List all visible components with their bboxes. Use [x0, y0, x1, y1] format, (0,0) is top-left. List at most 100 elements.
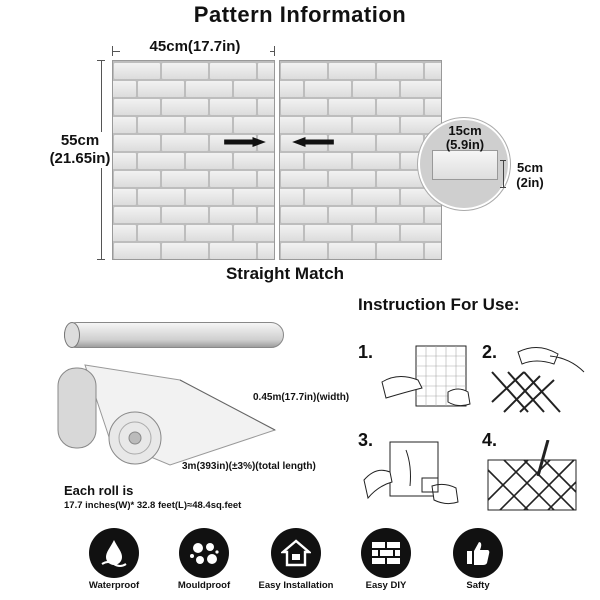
feature-label: Mouldproof — [177, 580, 231, 591]
brick-height-label: 5cm (2in) — [516, 160, 544, 190]
brick — [138, 153, 184, 169]
thumbs-up-icon — [467, 542, 490, 565]
brick — [234, 225, 274, 241]
brick — [162, 207, 208, 223]
brick — [258, 135, 274, 151]
brick — [305, 81, 351, 97]
brick — [113, 81, 136, 97]
brick — [280, 117, 303, 133]
brick — [114, 99, 160, 115]
brick — [114, 207, 160, 223]
brick — [280, 81, 303, 97]
brick — [162, 99, 208, 115]
brick-row — [280, 224, 441, 242]
instructions-title: Instruction For Use: — [358, 295, 520, 314]
brick — [305, 189, 351, 205]
brick — [138, 117, 184, 133]
brick — [305, 225, 351, 241]
brick — [138, 225, 184, 241]
brick-panel-right — [279, 60, 442, 260]
step-4-illustration — [487, 440, 577, 511]
width-dimension-label: 45cm(17.7in) — [120, 38, 270, 55]
brick-row — [280, 62, 441, 80]
brick — [234, 117, 274, 133]
arrow-left-icon — [292, 137, 334, 147]
rolled-wallpaper-image — [64, 322, 284, 348]
feature-easy-diy: Easy DIY — [346, 528, 426, 591]
brick — [305, 117, 351, 133]
brick-row — [113, 152, 274, 170]
brick — [401, 117, 441, 133]
brick — [162, 63, 208, 79]
feature-label: Waterproof — [88, 580, 140, 591]
brick — [186, 153, 232, 169]
brick-row — [113, 242, 274, 259]
brick — [210, 63, 256, 79]
feature-label: Easy DIY — [365, 580, 407, 591]
brick-row — [113, 98, 274, 116]
feature-safty: Safty — [438, 528, 518, 591]
each-roll-detail: 17.7 inches(W)* 32.8 feet(L)≈48.4sq.feet — [64, 500, 242, 511]
brick-height-line — [500, 160, 506, 188]
brick — [113, 117, 136, 133]
brick — [377, 135, 423, 151]
feature-easy-installation: Easy Installation — [256, 528, 336, 591]
brick — [377, 171, 423, 187]
brick — [234, 81, 274, 97]
brick — [113, 153, 136, 169]
brick-row — [280, 170, 441, 188]
brick — [186, 117, 232, 133]
brick-row — [280, 98, 441, 116]
brick — [305, 153, 351, 169]
match-type-label: Straight Match — [225, 264, 345, 283]
brick — [377, 99, 423, 115]
feature-label: Safty — [466, 580, 490, 591]
brick — [281, 207, 327, 223]
brick — [353, 81, 399, 97]
step-1-illustration — [381, 345, 471, 407]
brick — [138, 189, 184, 205]
brick — [186, 189, 232, 205]
mould-spores-icon — [190, 543, 219, 564]
brick — [377, 243, 423, 259]
brick — [281, 171, 327, 187]
brick-row — [113, 80, 274, 98]
brick — [329, 99, 375, 115]
step-1-number: 1. — [358, 342, 374, 362]
brick — [401, 225, 441, 241]
brick — [234, 189, 274, 205]
brick — [186, 225, 232, 241]
roll-width-label: 0.45m(17.7in)(width) — [253, 392, 350, 403]
brick-wall-icon — [372, 542, 400, 564]
brick-row — [113, 62, 274, 80]
brick-row — [280, 188, 441, 206]
brick-row — [280, 242, 441, 259]
step-3-illustration — [363, 441, 459, 505]
brick — [114, 63, 160, 79]
brick-row — [113, 188, 274, 206]
step-4-number: 4. — [482, 430, 498, 450]
brick — [329, 63, 375, 79]
brick — [329, 243, 375, 259]
brick — [377, 207, 423, 223]
brick — [162, 135, 208, 151]
brick — [329, 171, 375, 187]
brick — [113, 225, 136, 241]
brick — [258, 63, 274, 79]
brick-pattern-panels — [112, 60, 442, 260]
feature-waterproof: Waterproof — [74, 528, 154, 591]
brick — [329, 135, 375, 151]
brick-row — [113, 116, 274, 134]
brick-panel-left — [112, 60, 275, 260]
brick — [258, 99, 274, 115]
brick — [377, 63, 423, 79]
arrow-right-icon — [224, 137, 266, 147]
brick — [425, 63, 441, 79]
brick-width-label: 15cm (5.9in) — [445, 123, 485, 152]
step-2-number: 2. — [482, 342, 498, 362]
brick — [258, 207, 274, 223]
brick — [425, 243, 441, 259]
brick — [210, 99, 256, 115]
brick — [210, 207, 256, 223]
brick-row — [113, 170, 274, 188]
